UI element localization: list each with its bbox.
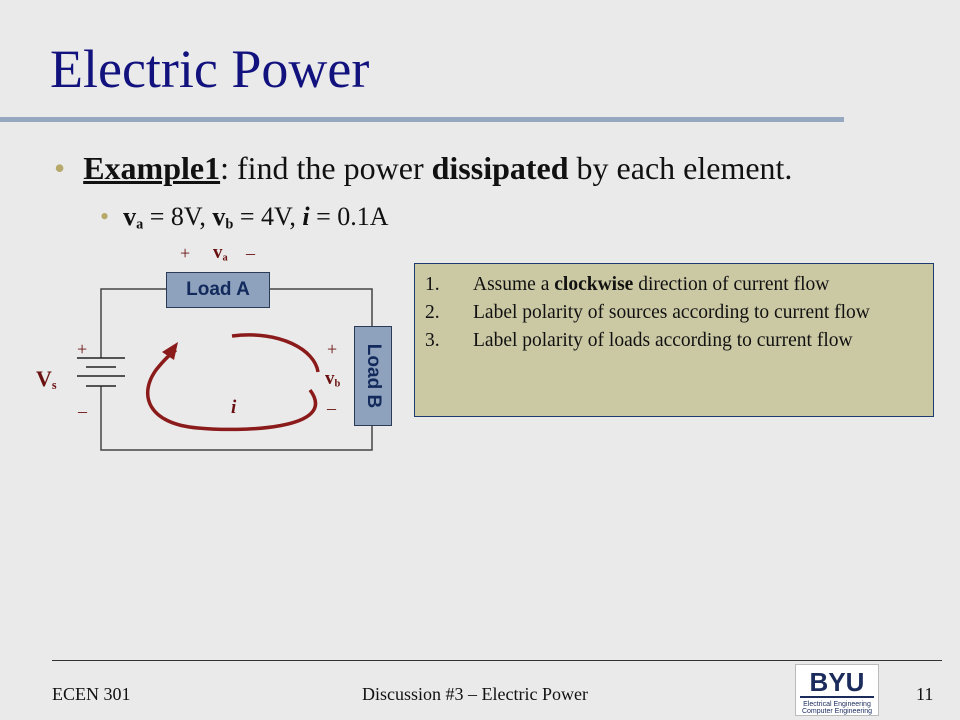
slide-title: Electric Power bbox=[50, 39, 370, 99]
battery-icon bbox=[77, 357, 125, 387]
va-value: = 8V, bbox=[143, 202, 213, 231]
vb-value: = 4V, bbox=[233, 202, 303, 231]
vb-symbol: v bbox=[212, 202, 226, 231]
load-a-box: Load A bbox=[166, 272, 270, 308]
va-symbol: v bbox=[123, 202, 137, 231]
step-item: 2. Label polarity of sources according t… bbox=[425, 299, 923, 327]
vb-subscript: b bbox=[225, 216, 234, 233]
wire-right-bottom bbox=[100, 386, 373, 451]
svg-text:Electrical Engineering: Electrical Engineering bbox=[803, 701, 871, 708]
byu-logo-mark: BYU Electrical Engineering Computer Engi… bbox=[800, 667, 874, 715]
steps-box: 1. Assume a clockwise direction of curre… bbox=[414, 263, 934, 417]
load-a-label: Load A bbox=[186, 279, 250, 300]
va-plus: + bbox=[180, 243, 191, 263]
step-text: Label polarity of sources according to c… bbox=[473, 302, 870, 323]
vs-plus: + bbox=[77, 339, 88, 359]
sub-bullet-dot: • bbox=[100, 202, 110, 231]
vb-minus: – bbox=[327, 398, 336, 418]
bullet-emphasis: dissipated bbox=[431, 150, 569, 186]
bullet-text-end: by each element. bbox=[568, 150, 793, 186]
bullet-example: • Example1: find the power dissipated by … bbox=[54, 150, 792, 187]
footer-course: ECEN 301 bbox=[52, 684, 131, 704]
step-text: Assume a clockwise direction of current … bbox=[473, 274, 830, 295]
va-subscript: a bbox=[136, 216, 144, 233]
arrow-head-icon bbox=[162, 342, 178, 360]
footer-title: Discussion #3 – Electric Power bbox=[362, 684, 588, 704]
wire-top-right bbox=[268, 288, 373, 326]
title-divider bbox=[0, 117, 844, 122]
clockwise-current-arrow bbox=[146, 348, 318, 432]
bullet-given-values: •va = 8V, vb = 4V, i = 0.1A bbox=[100, 202, 389, 234]
step-item: 3. Label polarity of loads according to … bbox=[425, 327, 923, 355]
wire-top-left bbox=[100, 288, 166, 358]
step-number: 1. bbox=[425, 274, 440, 295]
va-minus: – bbox=[246, 243, 255, 263]
colon: : bbox=[220, 150, 229, 186]
step-number: 3. bbox=[425, 330, 440, 351]
vs-minus: – bbox=[78, 401, 87, 421]
load-b-box: Load B bbox=[354, 326, 392, 426]
step-number: 2. bbox=[425, 302, 440, 323]
byu-logo: BYU Electrical Engineering Computer Engi… bbox=[795, 664, 879, 716]
current-label: i bbox=[231, 397, 237, 418]
step-item: 1. Assume a clockwise direction of curre… bbox=[425, 271, 923, 299]
bullet-dot: • bbox=[54, 150, 66, 186]
vb-plus: + bbox=[327, 339, 338, 359]
bullet-text: find the power bbox=[228, 150, 432, 186]
load-b-label: Load B bbox=[363, 343, 385, 409]
svg-text:BYU: BYU bbox=[810, 667, 865, 697]
vs-label: Vs bbox=[36, 366, 57, 393]
i-symbol: i bbox=[302, 202, 310, 231]
example-label: Example1 bbox=[83, 150, 221, 186]
va-label: va bbox=[213, 242, 228, 264]
current-arc-top bbox=[231, 333, 320, 373]
page-number: 11 bbox=[916, 684, 934, 704]
step-text: Label polarity of loads according to cur… bbox=[473, 330, 853, 351]
svg-text:Computer Engineering: Computer Engineering bbox=[802, 708, 872, 715]
footer-divider bbox=[52, 660, 942, 661]
vb-label: vb bbox=[325, 368, 341, 390]
i-value: = 0.1A bbox=[309, 202, 389, 231]
